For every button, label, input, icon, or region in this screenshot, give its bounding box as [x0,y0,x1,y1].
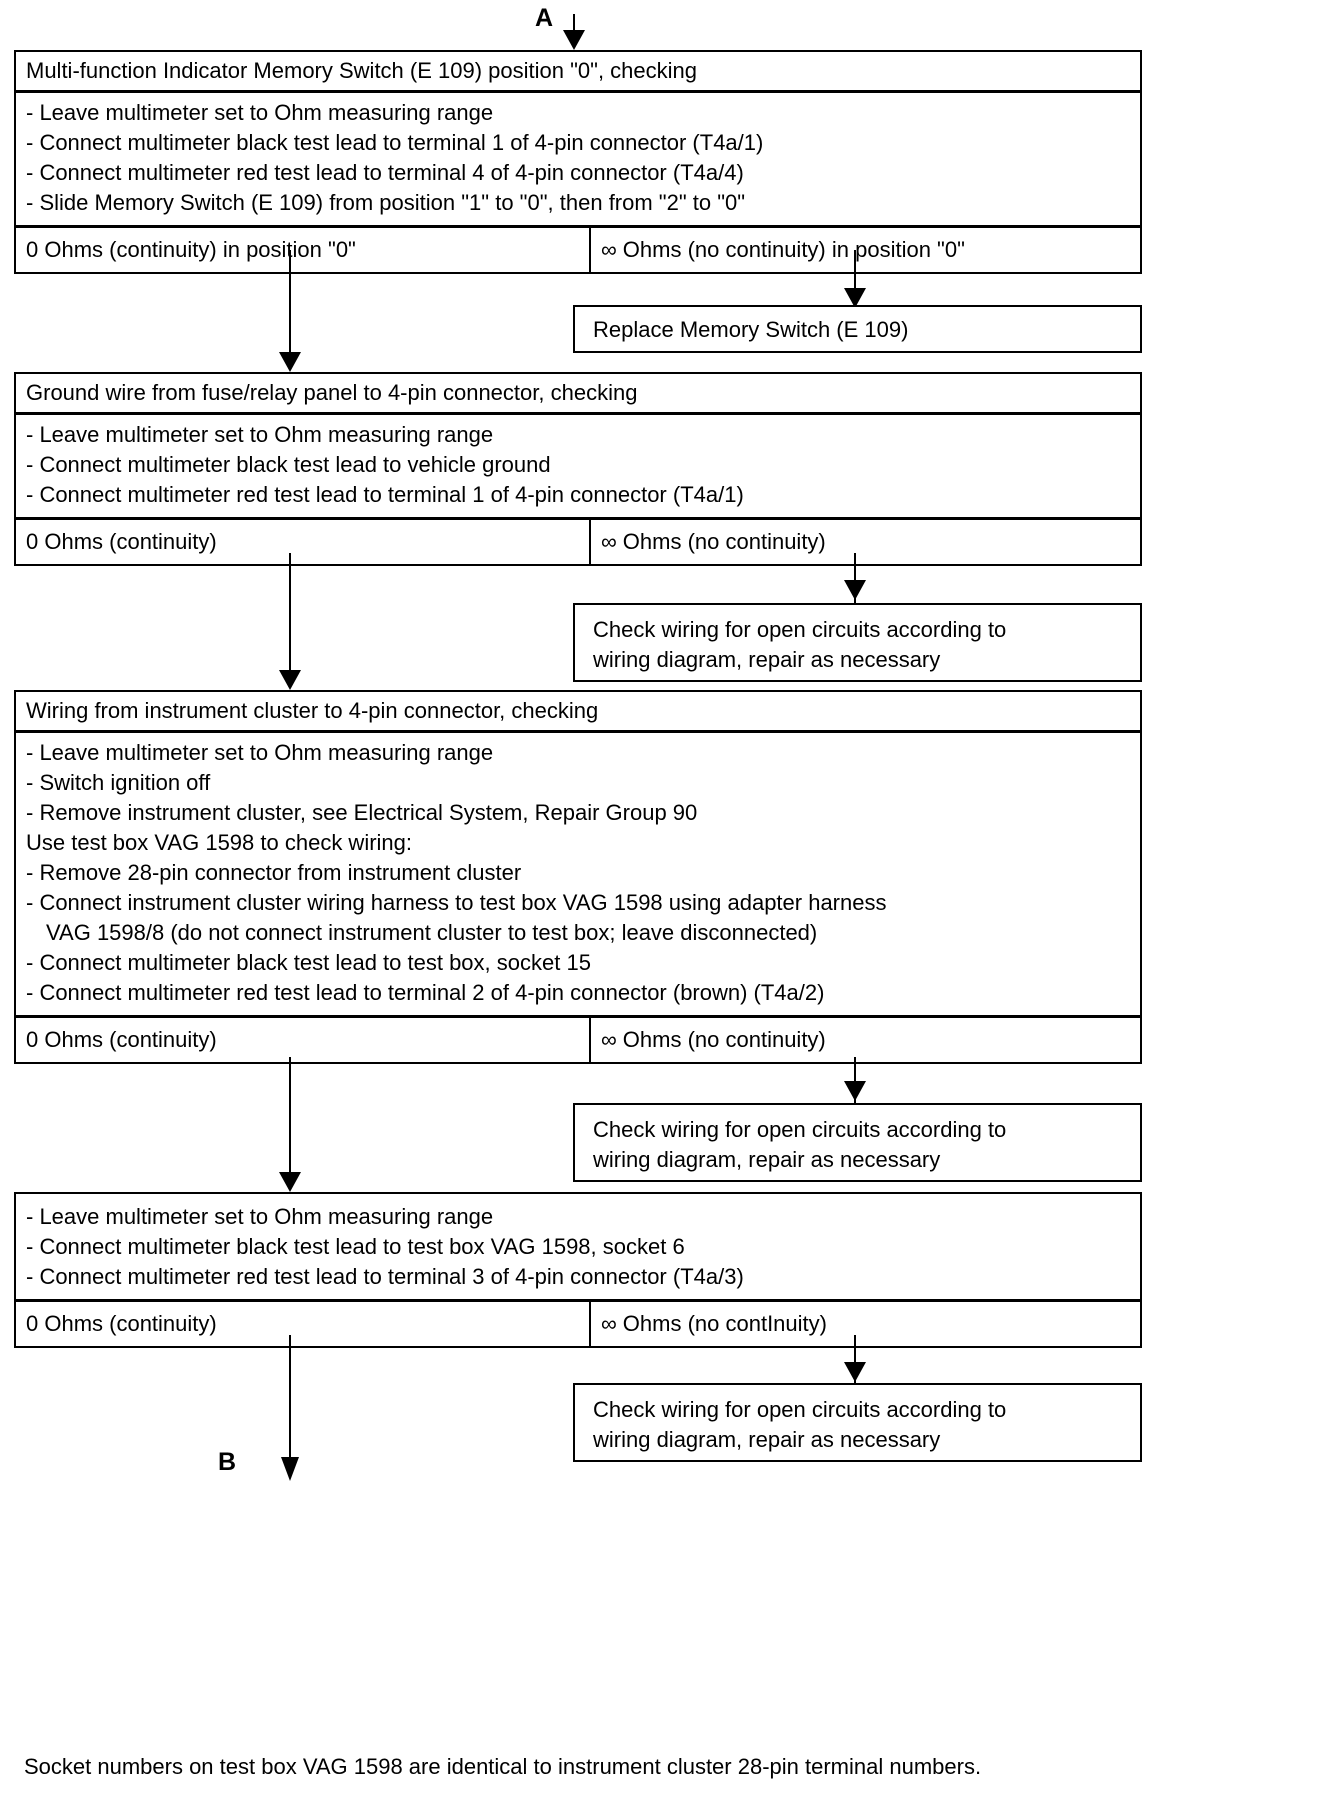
connector-box4-pass [289,1335,291,1465]
box2-step: - Leave multimeter set to Ohm measuring … [26,422,494,448]
box3-step: - Connect multimeter black test lead to … [26,950,591,976]
action-check-wiring-2: Check wiring for open circuits according… [573,1103,1142,1182]
connector-box1-fail [854,250,856,312]
connector-box3-pass-head [279,1172,301,1192]
box1-results: 0 Ohms (continuity) in position "0" ∞ Oh… [16,225,1140,273]
box1-step: - Leave multimeter set to Ohm measuring … [26,100,494,126]
box3-header: Wiring from instrument cluster to 4-pin … [16,692,1140,734]
action-check-wiring-3-line1: Check wiring for open circuits according… [593,1397,1007,1422]
connector-box4-fail [854,1335,856,1387]
box3-results: 0 Ohms (continuity) ∞ Ohms (no continuit… [16,1015,1140,1063]
box2-steps: - Leave multimeter set to Ohm measuring … [16,415,1140,517]
action-check-wiring-1-line2: wiring diagram, repair as necessary [593,647,941,672]
box3-result-pass: 0 Ohms (continuity) [16,1018,591,1063]
entry-arrow-line [573,14,575,36]
box4-step: - Connect multimeter red test lead to te… [26,1264,744,1289]
box3-step: - Leave multimeter set to Ohm measuring … [26,740,494,766]
check-box-cluster-wiring: Wiring from instrument cluster to 4-pin … [14,690,1142,1065]
box2-result-pass: 0 Ohms (continuity) [16,520,591,565]
box3-step: VAG 1598/8 (do not connect instrument cl… [46,920,818,946]
box1-step: - Slide Memory Switch (E 109) from posit… [26,190,746,216]
check-box-terminal-3: - Leave multimeter set to Ohm measuring … [14,1192,1142,1349]
box2-step: - Connect multimeter black test lead to … [26,452,551,478]
action-check-wiring-3: Check wiring for open circuits according… [573,1383,1142,1462]
check-box-memory-switch: Multi-function Indicator Memory Switch (… [14,50,1142,275]
connector-box2-pass-head [279,670,301,690]
box2-result-fail: ∞ Ohms (no continuity) [601,529,826,555]
connector-box3-pass [289,1057,291,1185]
action-replace-memory-switch-label: Replace Memory Switch (E 109) [593,317,909,342]
box3-step: - Switch ignition off [26,770,211,796]
box1-result-fail: ∞ Ohms (no continuity) in position "0" [601,237,965,263]
box3-step: - Connect multimeter red test lead to te… [26,980,825,1006]
box2-step: - Connect multimeter red test lead to te… [26,482,744,508]
footer-note: Socket numbers on test box VAG 1598 are … [24,1754,982,1779]
entry-marker-a: A [535,4,554,32]
box1-header: Multi-function Indicator Memory Switch (… [16,52,1140,94]
box4-step: - Connect multimeter black test lead to … [26,1234,685,1259]
check-box-ground-wire: Ground wire from fuse/relay panel to 4-p… [14,372,1142,567]
box3-step: Use test box VAG 1598 to check wiring: [26,830,412,856]
action-check-wiring-3-line2: wiring diagram, repair as necessary [593,1427,941,1452]
box1-steps: - Leave multimeter set to Ohm measuring … [16,93,1140,225]
action-check-wiring-2-line1: Check wiring for open circuits according… [593,1117,1007,1142]
entry-arrow-head [563,30,585,50]
action-replace-memory-switch: Replace Memory Switch (E 109) [573,305,1142,353]
box4-results: 0 Ohms (continuity) ∞ Ohms (no contInuit… [16,1299,1140,1347]
box4-result-pass: 0 Ohms (continuity) [16,1302,591,1347]
box1-step: - Connect multimeter black test lead to … [26,130,764,156]
box2-header: Ground wire from fuse/relay panel to 4-p… [16,374,1140,416]
box3-result-fail: ∞ Ohms (no continuity) [601,1027,826,1053]
box4-result-fail: ∞ Ohms (no contInuity) [601,1311,827,1336]
box1-step: - Connect multimeter red test lead to te… [26,160,744,186]
action-check-wiring-2-line2: wiring diagram, repair as necessary [593,1147,941,1172]
box2-results: 0 Ohms (continuity) ∞ Ohms (no continuit… [16,517,1140,565]
box3-step: - Remove 28-pin connector from instrumen… [26,860,522,886]
connector-box2-pass [289,553,291,683]
box3-step: - Connect instrument cluster wiring harn… [26,890,887,916]
action-check-wiring-1-line1: Check wiring for open circuits according… [593,617,1007,642]
box4-step: - Leave multimeter set to Ohm measuring … [26,1204,494,1229]
box3-steps: - Leave multimeter set to Ohm measuring … [16,733,1140,1015]
exit-marker-b: B [218,1448,237,1476]
connector-box2-fail-head [844,580,866,600]
connector-box3-fail-head [844,1081,866,1101]
action-check-wiring-1: Check wiring for open circuits according… [573,603,1142,682]
box1-result-pass: 0 Ohms (continuity) in position "0" [16,228,591,273]
connector-box1-pass-head [279,352,301,372]
connector-box4-pass-head [281,1457,299,1481]
box3-step: - Remove instrument cluster, see Electri… [26,800,698,826]
connector-box1-fail-head [844,288,866,308]
box4-steps: - Leave multimeter set to Ohm measuring … [16,1194,1140,1299]
connector-box4-fail-head [844,1362,866,1382]
connector-box1-pass [289,250,291,365]
